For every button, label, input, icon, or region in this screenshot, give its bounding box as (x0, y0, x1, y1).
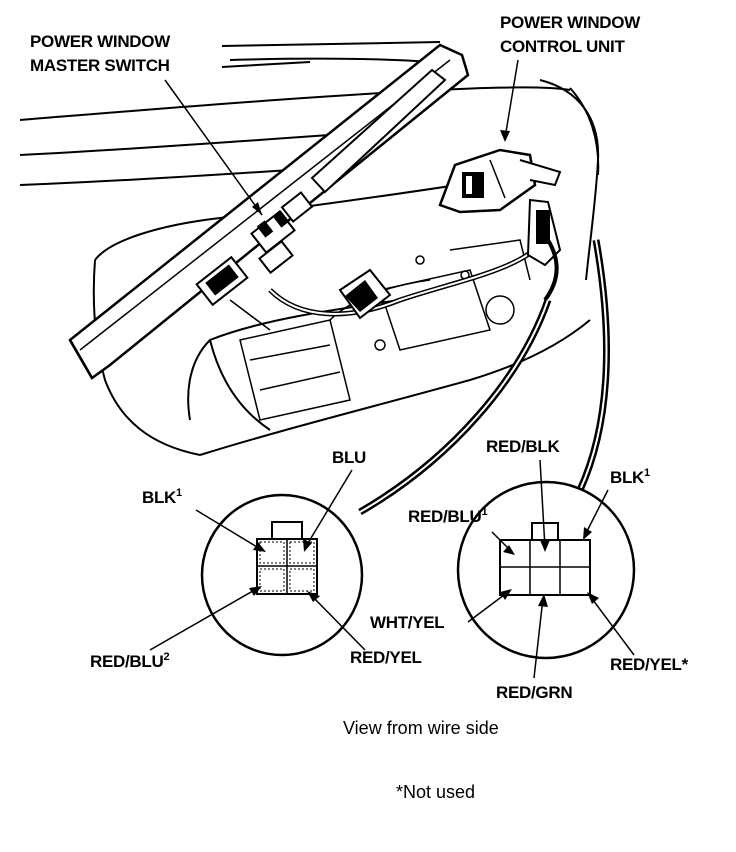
master-switch-label-line2: MASTER SWITCH (30, 56, 170, 75)
right-connector-view (456, 459, 636, 679)
control-unit-label-line2: CONTROL UNIT (500, 37, 625, 56)
master-switch-panel (68, 43, 470, 380)
view-note: View from wire side (343, 718, 499, 738)
not-used-note: *Not used (396, 782, 475, 802)
left-connector-view (149, 469, 366, 657)
control-unit-label-line1: POWER WINDOW (500, 13, 641, 32)
top-leaders (164, 41, 519, 216)
wire-harness (268, 238, 547, 320)
right-red-yel-label: RED/YEL* (610, 655, 689, 674)
control-unit (438, 148, 562, 302)
right-blk-label: BLK1 (610, 467, 650, 487)
left-blk-label: BLK1 (142, 487, 182, 507)
right-red-grn-label: RED/GRN (496, 683, 572, 702)
right-red-blu-label: RED/BLU1 (408, 506, 487, 526)
left-red-blu-label: RED/BLU2 (90, 651, 169, 671)
door-illustration (19, 57, 600, 456)
right-red-blk-label: RED/BLK (486, 437, 560, 456)
master-switch-label-line1: POWER WINDOW (30, 32, 171, 51)
left-red-yel-label: RED/YEL (350, 648, 422, 667)
zoom-cables (358, 239, 611, 516)
left-blu-label: BLU (332, 448, 366, 467)
right-wht-yel-label: WHT/YEL (370, 613, 444, 632)
